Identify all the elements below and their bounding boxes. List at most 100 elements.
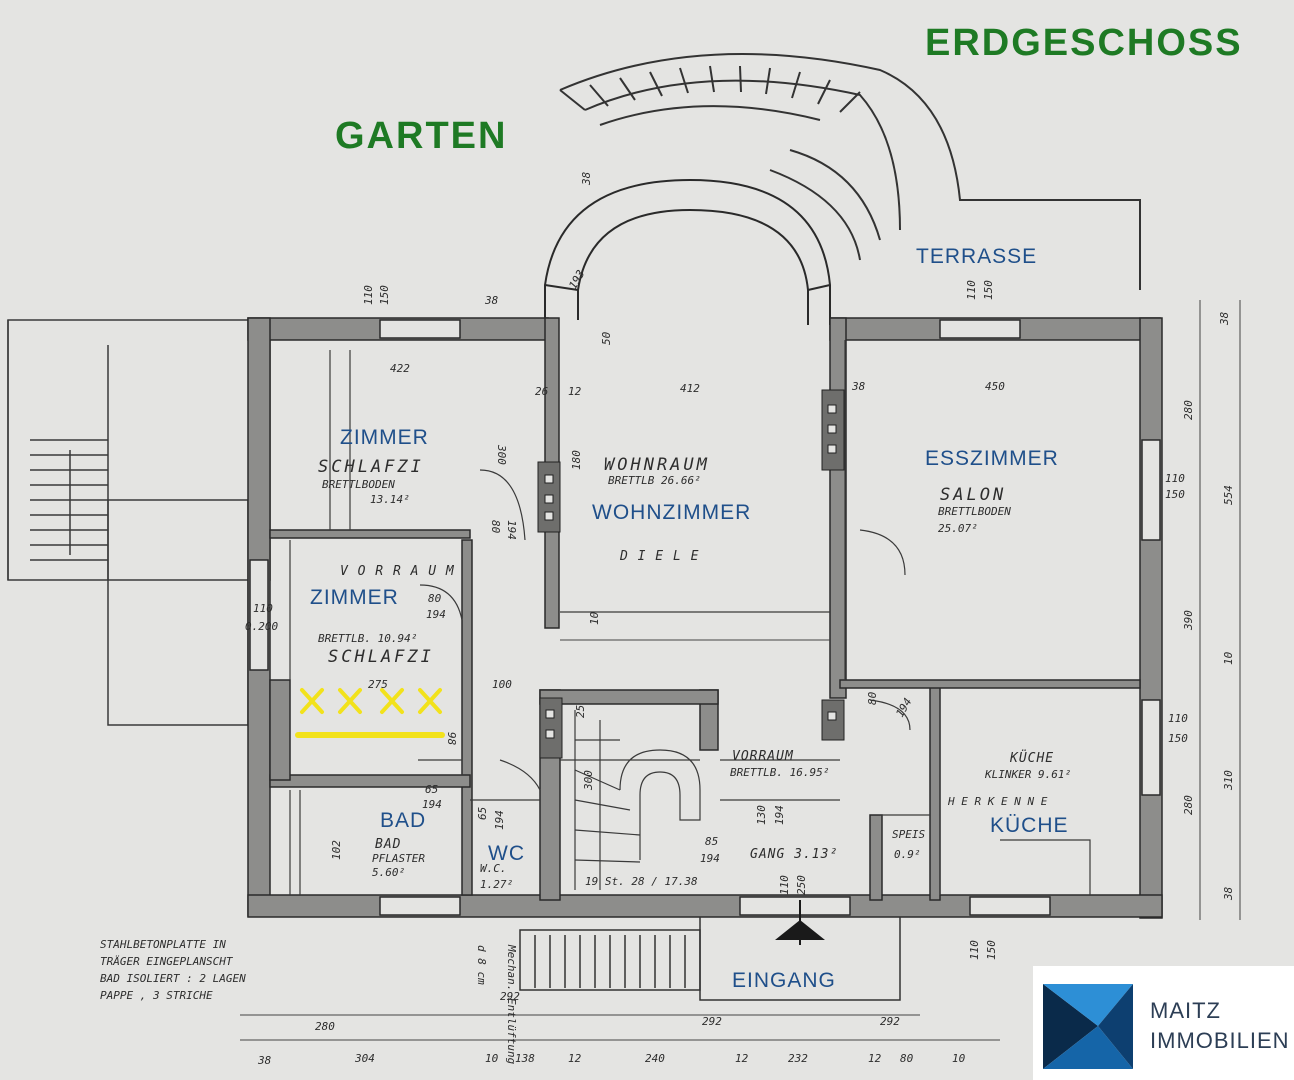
- logo-line-2: IMMOBILIEN: [1150, 1028, 1290, 1053]
- dim-26: 26: [535, 385, 549, 398]
- hw-brettlb-schlaf2: BRETTLB. 10.94²: [318, 632, 417, 645]
- maitz-logo: MAITZ IMMOBILIEN: [1033, 966, 1294, 1080]
- dim-10-a: 10: [485, 1052, 499, 1065]
- dim-194-c: 194: [422, 798, 442, 811]
- hw-brettlb-wohn: BRETTLB 26.66²: [608, 474, 701, 487]
- hw-brettlb-vorraum: BRETTLB. 16.95²: [730, 766, 829, 779]
- label-wc: WC: [488, 842, 525, 865]
- dim-138: 138: [515, 1052, 535, 1065]
- hw-area-speis: 0.9²: [894, 848, 921, 861]
- hw-kueche: KÜCHE: [1009, 749, 1054, 766]
- dim-554: 554: [1222, 485, 1235, 505]
- dim-150-d: 150: [1168, 732, 1188, 745]
- dim-280-c: 280: [315, 1020, 335, 1033]
- dim-250: 250: [795, 875, 808, 895]
- hw-vorraum-mid: VORRAUM: [732, 749, 794, 764]
- hw-note-line-4: PAPPE , 3 STRICHE: [100, 989, 213, 1002]
- logo-line-1: MAITZ: [1150, 998, 1221, 1023]
- hw-bad: BAD: [375, 837, 401, 852]
- dim-110-d: 110: [1168, 712, 1188, 725]
- hw-note-line-2: TRÄGER EINGEPLANSCHT: [100, 955, 234, 968]
- dim-38-d: 38: [1222, 886, 1235, 901]
- hw-brettlboden-salon: BRETTLBODEN: [938, 505, 1011, 518]
- arch-bay: [544, 178, 831, 325]
- dim-80-d: 80: [866, 691, 879, 705]
- dim-12-b: 12: [568, 1052, 582, 1065]
- dim-390: 390: [1182, 610, 1195, 631]
- hw-herkenne: H E R K E N N E: [947, 795, 1048, 808]
- dim-85: 85: [705, 835, 718, 848]
- label-eingang: EINGANG: [732, 969, 836, 992]
- hw-area-1: 13.14²: [370, 493, 410, 506]
- dim-130: 130: [755, 805, 768, 825]
- dim-10-d: 10: [1222, 651, 1235, 665]
- label-garten: GARTEN: [335, 115, 507, 157]
- hw-area-bad: 5.60²: [372, 866, 405, 879]
- hw-pflaster: PFLASTER: [372, 852, 425, 865]
- dim-150-a: 150: [378, 285, 391, 305]
- hw-note-line-1: STAHLBETONPLATTE IN: [100, 938, 226, 951]
- hw-stair-count: 19 St. 28 / 17.38: [585, 875, 698, 888]
- hw-area-wc: 1.27²: [480, 878, 513, 891]
- label-terrasse: TERRASSE: [916, 245, 1037, 268]
- dim-280-b: 280: [1182, 795, 1195, 815]
- dim-200: 0.200: [245, 620, 278, 633]
- dim-10-b: 10: [952, 1052, 966, 1065]
- dim-110-a: 110: [362, 285, 375, 305]
- dim-275: 275: [368, 678, 388, 691]
- windows: [249, 319, 1161, 916]
- entrance-stair: [519, 917, 901, 1001]
- label-wohnzimmer: WOHNZIMMER: [592, 501, 751, 524]
- dim-65-a: 65: [425, 783, 438, 796]
- dim-38-c: 38: [257, 1054, 272, 1067]
- dim-12-c: 12: [735, 1052, 749, 1065]
- hw-diele: D I E L E: [619, 549, 699, 564]
- dim-292-c: 292: [880, 1015, 900, 1028]
- dim-110-b: 110: [965, 280, 978, 300]
- dim-110-g: 110: [968, 940, 981, 960]
- hw-schlafzi-1: SCHLAFZI: [318, 457, 424, 477]
- dim-240: 240: [645, 1052, 665, 1065]
- hw-mech-entlueftung: Mechan. Entlüftung: [505, 944, 518, 1065]
- hw-wohnraum: WOHNRAUM: [604, 455, 710, 475]
- hw-gang: GANG 3.13²: [750, 847, 838, 862]
- dim-12-d: 12: [868, 1052, 882, 1065]
- yellow-marker-crosses: [295, 688, 445, 738]
- overlay-labels: ERDGESCHOSS GARTEN TERRASSE ZIMMER WOHNZ…: [310, 22, 1243, 992]
- dim-232: 232: [788, 1052, 808, 1065]
- dim-25: 25: [574, 705, 587, 718]
- dim-10-c: 10: [588, 611, 601, 625]
- dim-300: 300: [495, 444, 508, 465]
- dimension-numbers: 422 412 450 110 150 38 110 150 38 300 18…: [245, 171, 1235, 1067]
- interior-lines: [289, 340, 1091, 895]
- hw-vorraum-top: V O R R A U M: [340, 564, 455, 579]
- dim-38-e: 38: [1218, 311, 1231, 326]
- dim-150-b: 150: [982, 280, 995, 300]
- curved-garden-stair: [559, 53, 1141, 290]
- hw-brettlboden-1: BRETTLBODEN: [322, 478, 395, 491]
- maitz-logo-mark-icon: [1043, 984, 1133, 1069]
- dim-80-b: 80: [428, 592, 442, 605]
- hw-d8cm: d 8 cm: [475, 945, 488, 985]
- dim-98: 98: [445, 732, 458, 746]
- dim-310: 310: [1222, 770, 1235, 791]
- dim-422: 422: [390, 362, 410, 375]
- dim-194-f: 194: [773, 805, 786, 825]
- dim-38-a: 38: [484, 294, 499, 307]
- dim-194-e: 194: [700, 852, 720, 865]
- dim-304: 304: [354, 1052, 375, 1065]
- dim-80-a: 80: [489, 520, 502, 534]
- dim-194-a: 194: [505, 520, 518, 540]
- hw-schlafzi-2: SCHLAFZI: [328, 647, 434, 667]
- dim-292-b: 292: [702, 1015, 722, 1028]
- label-zimmer-1: ZIMMER: [340, 426, 429, 449]
- dim-180: 180: [570, 450, 583, 470]
- label-esszimmer: ESSZIMMER: [925, 447, 1059, 470]
- hw-salon: SALON: [940, 485, 1006, 505]
- dim-12: 12: [568, 385, 582, 398]
- label-zimmer-2: ZIMMER: [310, 586, 399, 609]
- label-kueche: KÜCHE: [990, 814, 1069, 837]
- plan-title: ERDGESCHOSS: [925, 22, 1243, 64]
